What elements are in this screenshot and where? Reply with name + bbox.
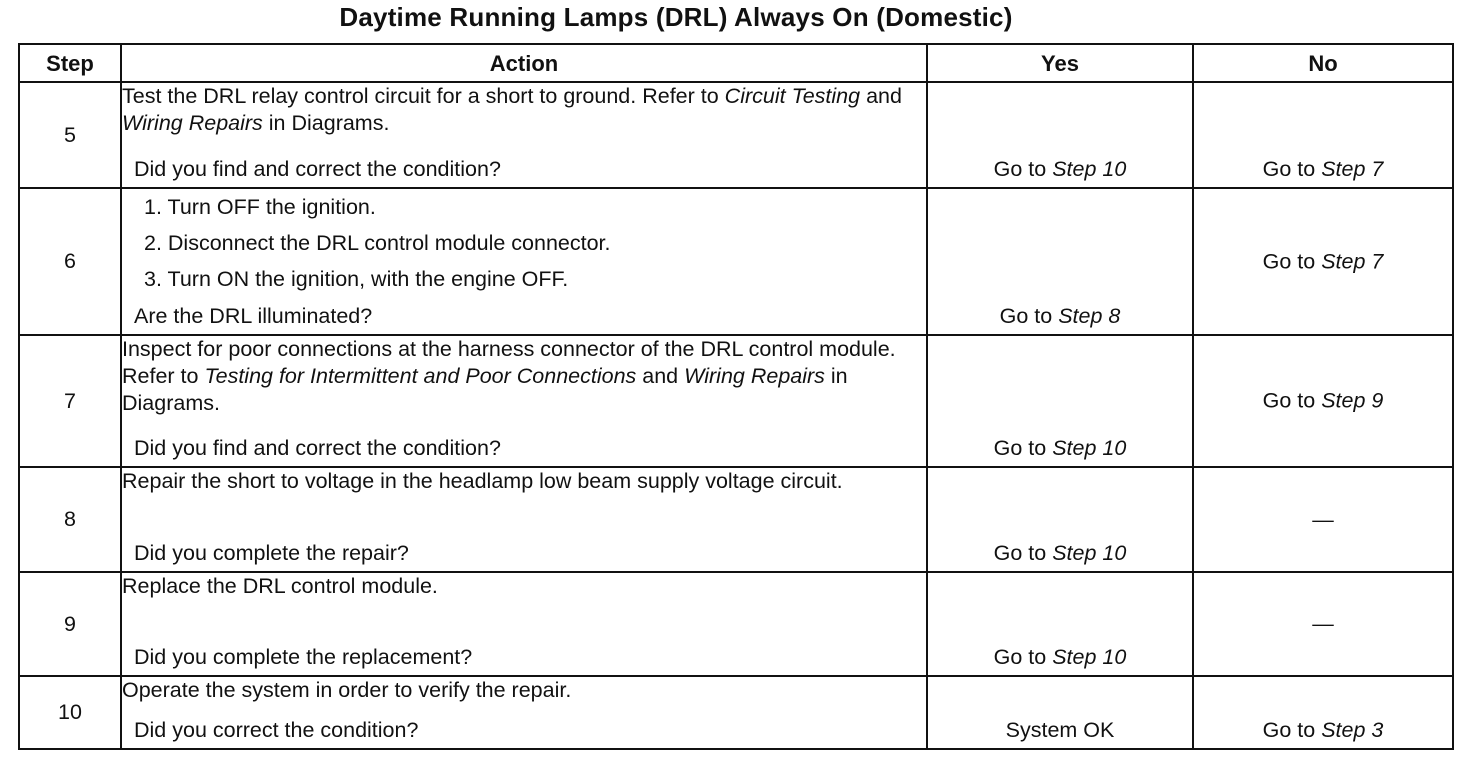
yes-cell: Go to Step 10 [926, 571, 1194, 677]
step-number: 10 [18, 675, 122, 750]
question-text: Did you find and correct the condition? [134, 157, 501, 181]
yes-step-reference: Step 10 [1052, 436, 1127, 460]
yes-step-reference: Step 10 [1052, 645, 1127, 669]
yes-cell: Go to Step 10 [926, 81, 1194, 189]
table-row: 6 1. Turn OFF the ignition. 2. Disconnec… [18, 187, 1454, 336]
question-text: Did you complete the replacement? [134, 645, 473, 669]
column-header-step: Step [18, 43, 122, 83]
step-number: 8 [18, 466, 122, 573]
no-result: Go to Step 9 [1262, 388, 1384, 413]
document-title: Daytime Running Lamps (DRL) Always On (D… [339, 2, 1013, 32]
no-step-reference: Step 9 [1321, 388, 1384, 413]
no-step-reference: Step 7 [1321, 157, 1384, 181]
yes-result: Go to Step 10 [993, 436, 1127, 460]
question-text: Did you find and correct the condition? [134, 436, 501, 460]
no-cell: Go to Step 3 [1192, 675, 1454, 750]
action-text: Repair the short to voltage in the headl… [122, 469, 843, 493]
yes-step-reference: Step 8 [1058, 304, 1121, 328]
step-number: 6 [18, 187, 122, 336]
reference-testing-intermittent: Testing for Intermittent and Poor Connec… [204, 364, 637, 388]
no-cell: Go to Step 7 [1192, 187, 1454, 336]
no-result: Go to Step 7 [1262, 157, 1384, 181]
yes-result: System OK [1005, 718, 1115, 742]
no-result: Go to Step 3 [1262, 718, 1384, 742]
yes-result: Go to Step 10 [993, 645, 1127, 669]
yes-cell: Go to Step 10 [926, 466, 1194, 573]
no-result: — [1312, 611, 1334, 636]
action-cell: Operate the system in order to verify th… [120, 675, 928, 750]
header-row: Step Action Yes No [18, 43, 1454, 83]
action-cell: Test the DRL relay control circuit for a… [120, 81, 928, 189]
yes-step-reference: Step 10 [1052, 541, 1127, 565]
no-step-reference: Step 7 [1321, 249, 1384, 273]
action-text: Replace the DRL control module. [122, 574, 438, 598]
no-cell: Go to Step 7 [1192, 81, 1454, 189]
action-text: Inspect for poor connections at the harn… [122, 337, 896, 415]
column-header-no: No [1192, 43, 1454, 83]
no-cell: Go to Step 9 [1192, 334, 1454, 468]
no-result: Go to Step 7 [1262, 249, 1384, 273]
action-text: Operate the system in order to verify th… [122, 678, 572, 702]
column-header-yes: Yes [926, 43, 1194, 83]
yes-cell: Go to Step 8 [926, 187, 1194, 336]
no-step-reference: Step 3 [1321, 718, 1384, 742]
yes-step-reference: Step 10 [1052, 157, 1127, 181]
yes-result: Go to Step 8 [999, 304, 1121, 328]
step-number: 7 [18, 334, 122, 468]
reference-circuit-testing: Circuit Testing [724, 84, 861, 108]
action-cell: 1. Turn OFF the ignition. 2. Disconnect … [120, 187, 928, 336]
yes-cell: Go to Step 10 [926, 334, 1194, 468]
table-row: 10 Operate the system in order to verify… [18, 675, 1454, 750]
yes-result: Go to Step 10 [993, 157, 1127, 181]
yes-result: Go to Step 10 [993, 541, 1127, 565]
action-cell: Inspect for poor connections at the harn… [120, 334, 928, 468]
action-list-item: 3. Turn ON the ignition, with the engine… [144, 267, 569, 291]
question-text: Did you complete the repair? [134, 541, 409, 565]
table-row: 5 Test the DRL relay control circuit for… [18, 81, 1454, 189]
table-row: 7 Inspect for poor connections at the ha… [18, 334, 1454, 468]
question-text: Are the DRL illuminated? [134, 304, 373, 328]
step-number: 5 [18, 81, 122, 189]
step-number: 9 [18, 571, 122, 677]
reference-wiring-repairs: Wiring Repairs [684, 364, 825, 388]
yes-cell: System OK [926, 675, 1194, 750]
diagnostic-table: Step Action Yes No 5 Test the DRL relay … [18, 43, 1454, 750]
action-cell: Repair the short to voltage in the headl… [120, 466, 928, 573]
question-text: Did you correct the condition? [134, 718, 419, 742]
no-cell: — [1192, 571, 1454, 677]
table-row: 9 Replace the DRL control module. Did yo… [18, 571, 1454, 677]
column-header-action: Action [120, 43, 928, 83]
no-cell: — [1192, 466, 1454, 573]
table-row: 8 Repair the short to voltage in the hea… [18, 466, 1454, 573]
no-result: — [1312, 507, 1334, 531]
reference-wiring-repairs: Wiring Repairs [122, 111, 263, 135]
action-list-item: 2. Disconnect the DRL control module con… [144, 231, 611, 255]
action-cell: Replace the DRL control module. Did you … [120, 571, 928, 677]
action-list-item: 1. Turn OFF the ignition. [144, 195, 376, 219]
action-text: Test the DRL relay control circuit for a… [122, 84, 902, 135]
